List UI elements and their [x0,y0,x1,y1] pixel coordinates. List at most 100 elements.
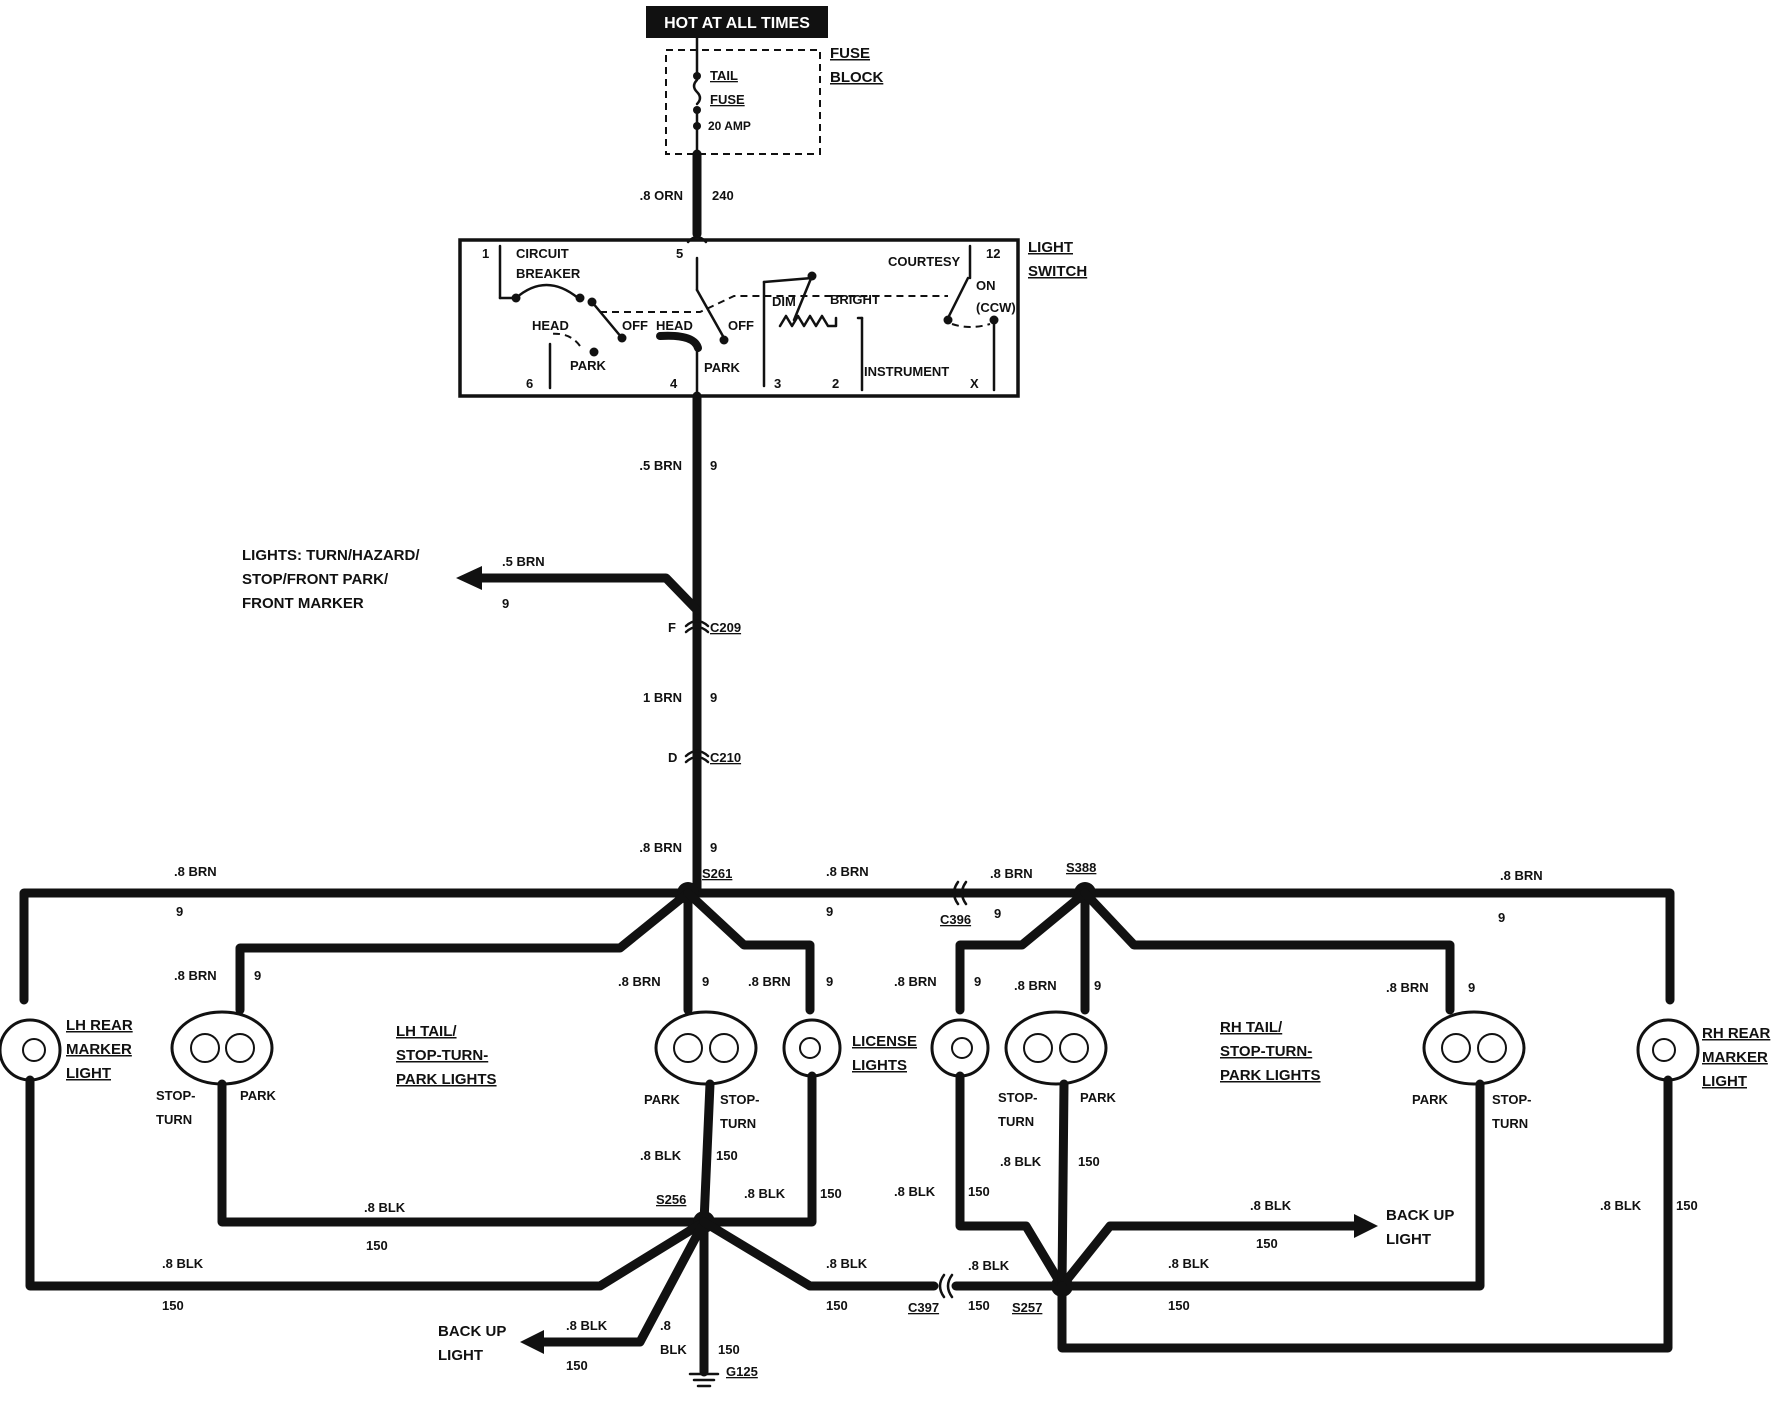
light-switch-label-1: LIGHT [1028,239,1073,256]
bright: BRIGHT [830,292,880,307]
c397-label: C397 [908,1300,939,1315]
pin-1: 1 [482,246,489,261]
blk-circ-11: 150 [1256,1236,1278,1251]
seg1-circuit: 9 [710,458,717,473]
dimmer-wiper [792,274,814,322]
s256-label: S256 [656,1192,686,1207]
lh-marker-bulb [22,1038,46,1062]
blk-label-11: .8 BLK [1168,1256,1210,1271]
lh-tail-bulb-1 [190,1033,220,1063]
park-left: PARK [570,358,606,373]
courtesy-path [951,323,991,328]
lh-tail2-bulb-1 [673,1033,703,1063]
s388-label: S388 [1066,860,1096,875]
c209-label: C209 [710,620,741,635]
pin-12: 12 [986,246,1000,261]
s261-label: S261 [702,866,732,881]
dimmer-resistor [778,314,838,328]
blk-circ-6: 150 [566,1358,588,1373]
seg3-circuit: 9 [710,840,717,855]
brn-circ-9: 9 [1094,978,1101,993]
branch-gauge: .5 BRN [502,554,545,569]
fuse-rating: 20 AMP [708,119,751,133]
blk-label-10: .8 BLK [1250,1198,1292,1213]
rh-marker-bulb [1652,1038,1676,1062]
brn-circ-5: 9 [254,968,261,983]
seg2-circuit: 9 [710,690,717,705]
blk-circ-3: 150 [716,1148,738,1163]
lh-tail2-lamp [654,1010,758,1086]
park-contact-left [589,347,599,357]
off-contact-mid [719,335,729,345]
blk-circ-13: 150 [1676,1198,1698,1213]
c210-label: C210 [710,750,741,765]
circuit-breaker-arc [514,283,580,300]
license-1: LICENSE [852,1033,917,1050]
blk-label-2: .8 BLK [162,1256,204,1271]
park-mid: PARK [704,360,740,375]
blk-circ-12: 150 [1168,1298,1190,1313]
courtesy-contact [943,315,953,325]
circuit-breaker-2: BREAKER [516,266,581,281]
brn-label-10: .8 BRN [1386,980,1429,995]
courtesy: COURTESY [888,254,961,269]
brn-drop-rh-tail-right [1080,888,1455,1015]
blk-circ-4: 150 [820,1186,842,1201]
rh-marker-1: RH REAR [1702,1025,1771,1042]
pin-6: 6 [526,376,533,391]
blk-rh-marker [1057,1075,1673,1353]
fuse-name-2: FUSE [710,92,745,107]
rh-marker-3: LIGHT [1702,1073,1747,1090]
lh2-turn: TURN [720,1116,756,1131]
rh2-park: PARK [1412,1092,1448,1107]
off-left: OFF [622,318,648,333]
c210-pin: D [668,750,677,765]
brn-drop-lh-tail-left [235,888,693,1015]
brn-circ-3: 9 [994,906,1001,921]
lh-marker-3: LIGHT [66,1065,111,1082]
blk-lh2-down [699,1079,715,1227]
supply-header: HOT AT ALL TIMES [664,15,810,32]
fuse-element [692,78,702,106]
c397-connector [938,1273,954,1299]
brn-drop-license-right [955,888,1090,1015]
lh-turn: TURN [156,1112,192,1127]
feed-wire-gauge: .8 ORN [640,188,683,203]
mid-switch-blade [695,288,726,340]
brn-label-8: .8 BRN [894,974,937,989]
blk-label-4: .8 BLK [744,1186,786,1201]
brn-circ-6: 9 [702,974,709,989]
c210-connector [684,749,710,764]
rh-marker-2: MARKER [1702,1049,1768,1066]
brn-circ-8: 9 [974,974,981,989]
rh-park: PARK [1080,1090,1116,1105]
lh2-park: PARK [644,1092,680,1107]
dim: DIM [772,294,796,309]
blk-lh-tail-stop [217,1079,709,1227]
rh-tail-lamp [1004,1010,1108,1086]
blk-lh-marker [25,1075,709,1291]
brn-label-3: .8 BRN [990,866,1033,881]
c209-pin: F [668,620,676,635]
backup-right-2: LIGHT [1386,1231,1431,1248]
fuse-block-label-2: BLOCK [830,69,883,86]
brn-label-4: .8 BRN [1500,868,1543,883]
blk-license-right [955,1071,1067,1291]
brn-circ-4: 9 [1498,910,1505,925]
brn-label-5: .8 BRN [174,968,217,983]
backup-right-1: BACK UP [1386,1207,1454,1224]
head-mid: HEAD [656,318,693,333]
blk-label-12: .8 BLK [1600,1198,1642,1213]
brn-label-6: .8 BRN [618,974,661,989]
pin-5: 5 [676,246,683,261]
backup-left-1: BACK UP [438,1323,506,1340]
s257-label: S257 [1012,1300,1042,1315]
lh-park: PARK [240,1088,276,1103]
off-mid: OFF [728,318,754,333]
brn-circ-10: 9 [1468,980,1475,995]
seg3-gauge: .8 BRN [639,840,682,855]
off-contact-left [617,333,627,343]
brn-label-1: .8 BRN [174,864,217,879]
lh-tail-3: PARK LIGHTS [396,1071,497,1088]
